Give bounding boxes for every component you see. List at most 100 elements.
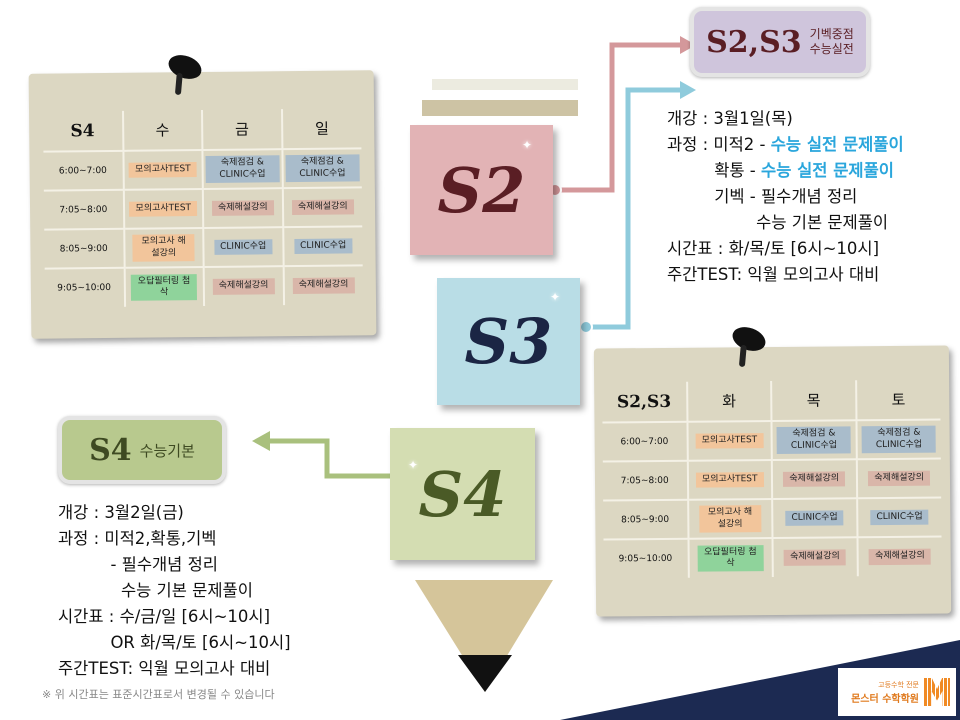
day-header: 화 bbox=[686, 381, 772, 422]
class-chip: 모의고사 해설강의 bbox=[698, 505, 762, 533]
s4-title: S4 bbox=[418, 457, 507, 531]
m-logo-icon bbox=[924, 678, 950, 706]
info-line: 과정 : 미적2 - bbox=[667, 135, 771, 154]
time-cell: 7:05~8:00 bbox=[43, 189, 124, 230]
s3-title: S3 bbox=[464, 305, 553, 378]
info-line: 수능 기본 문제풀이 bbox=[58, 581, 253, 600]
time-cell: 8:05~9:00 bbox=[603, 499, 689, 540]
class-chip: 숙제점검 & CLINIC수업 bbox=[285, 154, 360, 182]
s2-arrowhead bbox=[680, 36, 696, 54]
table-row: 7:05~8:00 모의고사TEST 숙제해설강의 숙제해설강의 bbox=[43, 187, 363, 230]
s4-arrowhead bbox=[252, 431, 270, 451]
info-line: OR 화/목/토 [6시~10시] bbox=[58, 633, 291, 652]
s4-label-box: S4 수능기본 bbox=[58, 416, 226, 484]
day-header: 토 bbox=[855, 379, 941, 421]
class-chip: CLINIC수업 bbox=[214, 239, 273, 256]
class-chip: 숙제점검 & CLINIC수업 bbox=[861, 425, 937, 453]
class-chip: 숙제점검 & CLINIC수업 bbox=[776, 426, 852, 454]
class-chip: CLINIC수업 bbox=[785, 510, 844, 527]
time-cell: 6:00~7:00 bbox=[602, 421, 688, 462]
class-chip: 모의고사 해설강의 bbox=[132, 234, 195, 262]
s23-label-title: S2,S3 bbox=[706, 24, 802, 60]
academy-logo: 고등수학 전문 몬스터 수학학원 bbox=[838, 668, 956, 716]
class-chip: 숙제해설강의 bbox=[784, 549, 846, 566]
time-cell: 9:05~10:00 bbox=[44, 267, 125, 308]
class-chip: 숙제해설강의 bbox=[291, 199, 354, 216]
s23-label-box: S2,S3 기벡중점 수능실전 bbox=[690, 7, 870, 77]
logo-line2: 몬스터 수학학원 bbox=[851, 693, 919, 705]
s23-info: 개강 : 3월1일(목) 과정 : 미적2 - 수능 실전 문제풀이 확통 - … bbox=[667, 106, 904, 288]
info-line: 확통 - bbox=[667, 161, 762, 180]
stripe-tan bbox=[422, 100, 578, 116]
table-row: 9:05~10:00 오답필터링 첨삭 숙제해설강의 숙제해설강의 bbox=[603, 537, 942, 579]
table-row: 8:05~9:00 모의고사 해설강의 CLINIC수업 CLINIC수업 bbox=[603, 497, 942, 540]
table-row: 9:05~10:00 오답필터링 첨삭 숙제해설강의 숙제해설강의 bbox=[44, 265, 363, 308]
class-chip: 숙제해설강의 bbox=[292, 277, 355, 294]
footnote: ※ 위 시간표는 표준시간표로서 변경될 수 있습니다 bbox=[42, 688, 275, 701]
class-chip: 모의고사TEST bbox=[129, 161, 197, 178]
info-highlight: 수능 실전 문제풀이 bbox=[761, 161, 894, 180]
class-chip: 오답필터링 첨삭 bbox=[130, 273, 198, 302]
class-chip: 숙제해설강의 bbox=[211, 200, 274, 217]
class-chip: 숙제해설강의 bbox=[212, 278, 275, 295]
s23-label-line1: 기벡중점 bbox=[809, 27, 854, 41]
stripe-light bbox=[432, 79, 578, 90]
table-row: 8:05~9:00 모의고사 해설강의 CLINIC수업 CLINIC수업 bbox=[44, 226, 363, 269]
s3-arrow bbox=[586, 87, 682, 330]
pencil-lead bbox=[458, 655, 512, 692]
info-line: 개강 : 3월1일(목) bbox=[667, 109, 793, 128]
table-row: 6:00~7:00 모의고사TEST 숙제점검 & CLINIC수업 숙제점검 … bbox=[43, 148, 362, 191]
s4-label-sub: 수능기본 bbox=[139, 441, 195, 460]
day-header: 목 bbox=[771, 380, 856, 422]
sparkle-icon: ✦ bbox=[408, 458, 419, 472]
s2-arrow bbox=[555, 42, 682, 193]
s4-arrow bbox=[268, 438, 392, 479]
info-line: 시간표 : 화/목/토 [6시~10시] bbox=[667, 239, 880, 258]
class-chip: 숙제해설강의 bbox=[783, 471, 846, 488]
class-chip: CLINIC수업 bbox=[870, 509, 929, 526]
s2-square: S2 bbox=[410, 125, 553, 255]
info-line: 시간표 : 수/금/일 [6시~10시] bbox=[58, 607, 271, 626]
time-cell: 8:05~9:00 bbox=[44, 228, 125, 269]
s23-schedule-note: S2,S3 화 목 토 6:00~7:00 모의고사TEST 숙제점검 & CL… bbox=[593, 345, 952, 617]
s3-dot bbox=[579, 320, 593, 334]
table-row: 6:00~7:00 모의고사TEST 숙제점검 & CLINIC수업 숙제점검 … bbox=[602, 419, 941, 462]
info-line: 주간TEST: 익월 모의고사 대비 bbox=[667, 265, 880, 284]
day-header: 일 bbox=[281, 108, 362, 150]
class-chip: 숙제해설강의 bbox=[869, 548, 931, 565]
day-header: 수 bbox=[122, 109, 203, 151]
s3-square: S3 bbox=[437, 278, 580, 405]
sparkle-icon: ✦ bbox=[550, 290, 561, 304]
table-corner: S4 bbox=[43, 110, 123, 152]
info-line: - 필수개념 정리 bbox=[58, 555, 218, 574]
info-line: 주간TEST: 익월 모의고사 대비 bbox=[58, 659, 271, 678]
day-header: 금 bbox=[202, 109, 282, 150]
info-line: 기벡 - 필수개념 정리 bbox=[667, 187, 858, 206]
class-chip: 숙제점검 & CLINIC수업 bbox=[205, 155, 280, 183]
pencil-tip bbox=[415, 580, 553, 692]
time-cell: 9:05~10:00 bbox=[603, 538, 689, 579]
s3-arrowhead bbox=[680, 81, 696, 99]
sparkle-icon: ✦ bbox=[522, 138, 533, 152]
info-line: 과정 : 미적2,확통,기벡 bbox=[58, 529, 217, 548]
class-chip: 오답필터링 첨삭 bbox=[697, 544, 764, 572]
s23-schedule-table: S2,S3 화 목 토 6:00~7:00 모의고사TEST 숙제점검 & CL… bbox=[602, 379, 942, 579]
info-highlight: 수능 실전 문제풀이 bbox=[770, 135, 904, 154]
class-chip: 숙제해설강의 bbox=[868, 470, 931, 487]
info-line: 개강 : 3월2일(금) bbox=[58, 503, 184, 522]
time-cell: 7:05~8:00 bbox=[602, 460, 688, 501]
s4-schedule-table: S4 수 금 일 6:00~7:00 모의고사TEST 숙제점검 & CLINI… bbox=[43, 108, 363, 308]
class-chip: 모의고사TEST bbox=[695, 432, 764, 449]
s4-schedule-note: S4 수 금 일 6:00~7:00 모의고사TEST 숙제점검 & CLINI… bbox=[28, 70, 377, 339]
s4-info: 개강 : 3월2일(금) 과정 : 미적2,확통,기벡 - 필수개념 정리 수능… bbox=[58, 500, 291, 682]
logo-line1: 고등수학 전문 bbox=[878, 680, 919, 689]
class-chip: 모의고사TEST bbox=[695, 471, 764, 488]
table-corner: S2,S3 bbox=[602, 381, 687, 423]
s4-label-title: S4 bbox=[89, 432, 132, 468]
class-chip: 모의고사TEST bbox=[129, 200, 198, 217]
time-cell: 6:00~7:00 bbox=[43, 150, 124, 191]
s2-title: S2 bbox=[437, 153, 526, 227]
class-chip: CLINIC수업 bbox=[294, 238, 353, 255]
s23-label-line2: 수능실전 bbox=[809, 42, 854, 56]
s4-square: S4 bbox=[390, 428, 535, 560]
